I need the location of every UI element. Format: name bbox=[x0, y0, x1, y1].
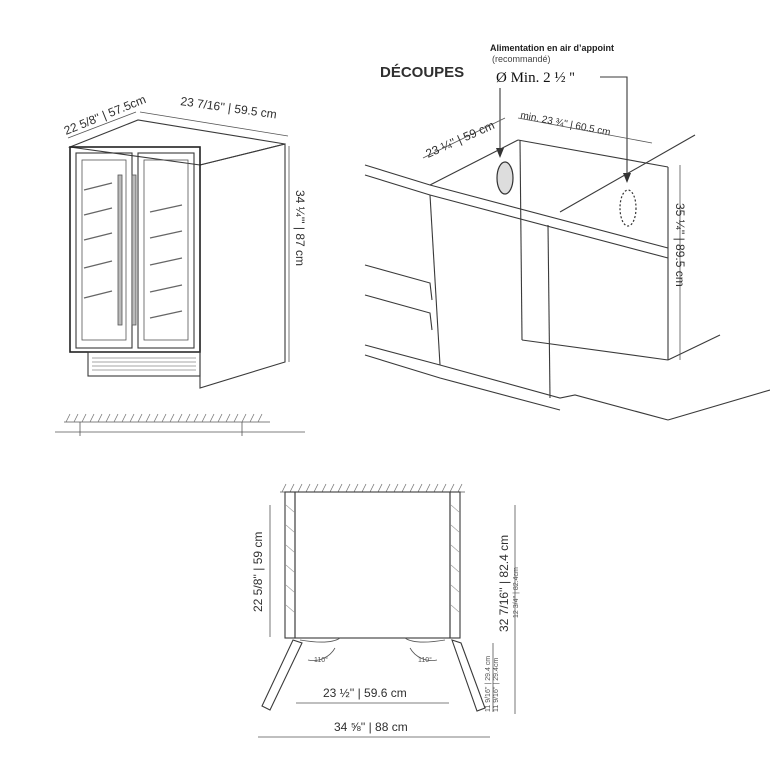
cutout-height-label: 35 ¼'' | 89.5 cm bbox=[673, 203, 687, 287]
top-depth-label: 22 5/8'' | 59 cm bbox=[251, 532, 265, 612]
handle-left bbox=[117, 174, 123, 326]
door-width-label: 23 ½'' | 59.6 cm bbox=[323, 686, 407, 700]
door-swing-small: 11 9/16'' | 29.4cm bbox=[493, 658, 500, 712]
cutout-depth-label: 23 ¼'' | 59 cm bbox=[424, 118, 497, 161]
air-vent-outline bbox=[619, 189, 637, 227]
air-supply-title: Alimentation en air d’appoint bbox=[490, 43, 614, 53]
top-view-illustration: 110° 110° 22 5/8'' | 59 cm 32 7/16'' | 8… bbox=[251, 483, 520, 738]
wine-fridge-illustration: 22 5/8'' | 57.5cm 23 7/16'' | 59.5 cm 34… bbox=[62, 92, 307, 389]
top-total-depth-label: 32 7/16'' | 82.4 cm bbox=[497, 535, 511, 632]
angle-left-label: 110° bbox=[314, 656, 328, 664]
air-supply-note: (recommandé) bbox=[492, 54, 551, 64]
air-supply-size: Ø Min. 2 ½ '' bbox=[496, 70, 575, 86]
fridge-width-label: 23 7/16'' | 59.5 cm bbox=[180, 94, 278, 121]
air-vent-hole bbox=[496, 161, 514, 195]
angle-right-label: 110° bbox=[418, 656, 432, 664]
cutout-width-label: min. 23 ¾'' | 60.5 cm bbox=[519, 110, 611, 138]
top-total-depth-small: 12 3/4'' | 82.4cm bbox=[513, 567, 520, 618]
total-width-label: 34 ⅝'' | 88 cm bbox=[334, 720, 408, 734]
door-swing-label: 11 9/16'' | 29.4 cm bbox=[485, 656, 492, 712]
handle-right bbox=[131, 174, 137, 326]
fridge-depth-label: 22 5/8'' | 57.5cm bbox=[62, 92, 148, 138]
fridge-height-label: 34 ¼''' | 87 cm bbox=[293, 190, 307, 266]
cutout-illustration: DÉCOUPES Alimentation en air d’appoint (… bbox=[364, 43, 770, 421]
side-view-floor bbox=[55, 413, 305, 436]
cutout-title: DÉCOUPES bbox=[380, 64, 464, 81]
